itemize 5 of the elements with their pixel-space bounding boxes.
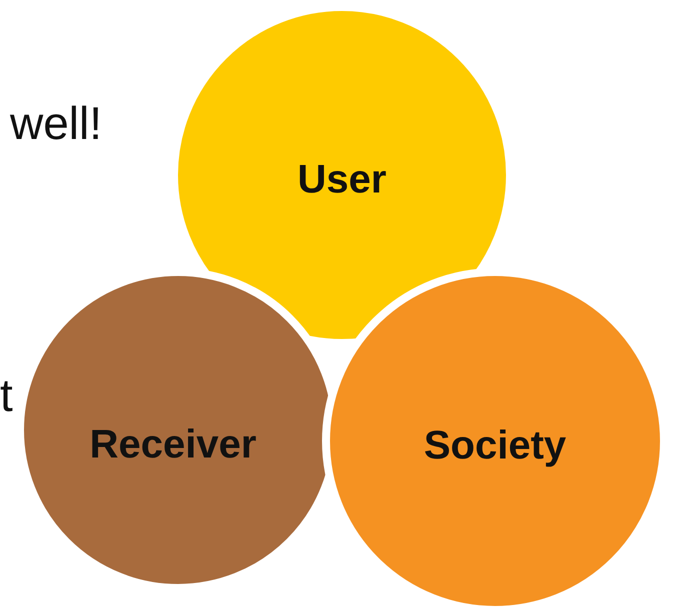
partial-text: t — [0, 372, 13, 418]
circle-label: Society — [424, 424, 566, 468]
partial-text: well! — [10, 100, 102, 146]
circle-label: User — [298, 158, 386, 202]
circle-label: Receiver — [90, 422, 256, 468]
